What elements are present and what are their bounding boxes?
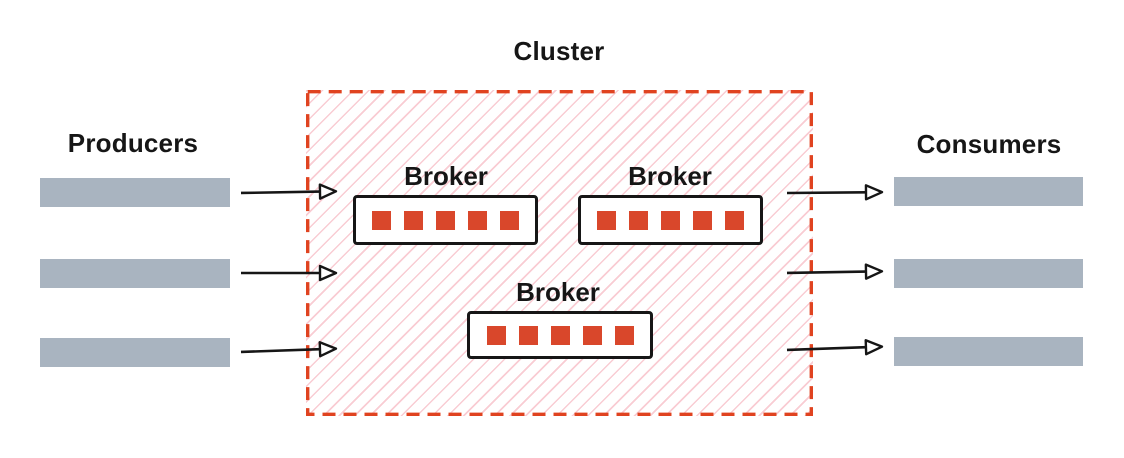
producer-bar	[40, 338, 230, 367]
producer-bar	[40, 259, 230, 288]
broker-label: Broker	[516, 277, 600, 307]
partition-cell	[725, 210, 744, 230]
broker-label: Broker	[628, 161, 712, 191]
partition-cell	[582, 325, 602, 345]
cluster-dashed-border	[306, 90, 813, 416]
partition-cell	[693, 210, 712, 230]
partition-cell	[372, 210, 391, 230]
broker-box	[467, 311, 653, 359]
partition-cell	[468, 210, 487, 230]
broker-box	[578, 195, 763, 245]
producer-arrow	[241, 264, 338, 282]
consumer-bar	[894, 259, 1083, 288]
cluster-boundary	[306, 90, 813, 416]
producer-arrow	[240, 183, 338, 200]
consumer-arrow	[786, 339, 884, 356]
consumer-bar	[894, 337, 1083, 366]
partition-cell	[550, 325, 570, 345]
consumer-arrow	[786, 184, 884, 201]
consumers-label: Consumers	[916, 129, 1062, 159]
partition-cell	[614, 325, 634, 345]
broker-box	[353, 195, 538, 245]
producers-label: Producers	[67, 128, 199, 158]
partition-cell	[629, 210, 648, 230]
producer-arrow	[240, 341, 338, 358]
broker-label: Broker	[404, 161, 488, 191]
partition-cell	[500, 210, 519, 230]
producer-bar	[40, 178, 230, 207]
partition-cell	[597, 210, 616, 230]
partition-cell	[436, 210, 455, 230]
partition-cell	[518, 325, 538, 345]
consumer-arrow	[786, 263, 884, 280]
partition-cell	[404, 210, 423, 230]
partition-cell	[486, 325, 506, 345]
cluster-title: Cluster	[513, 36, 605, 66]
partition-cell	[661, 210, 680, 230]
consumer-bar	[894, 177, 1083, 206]
